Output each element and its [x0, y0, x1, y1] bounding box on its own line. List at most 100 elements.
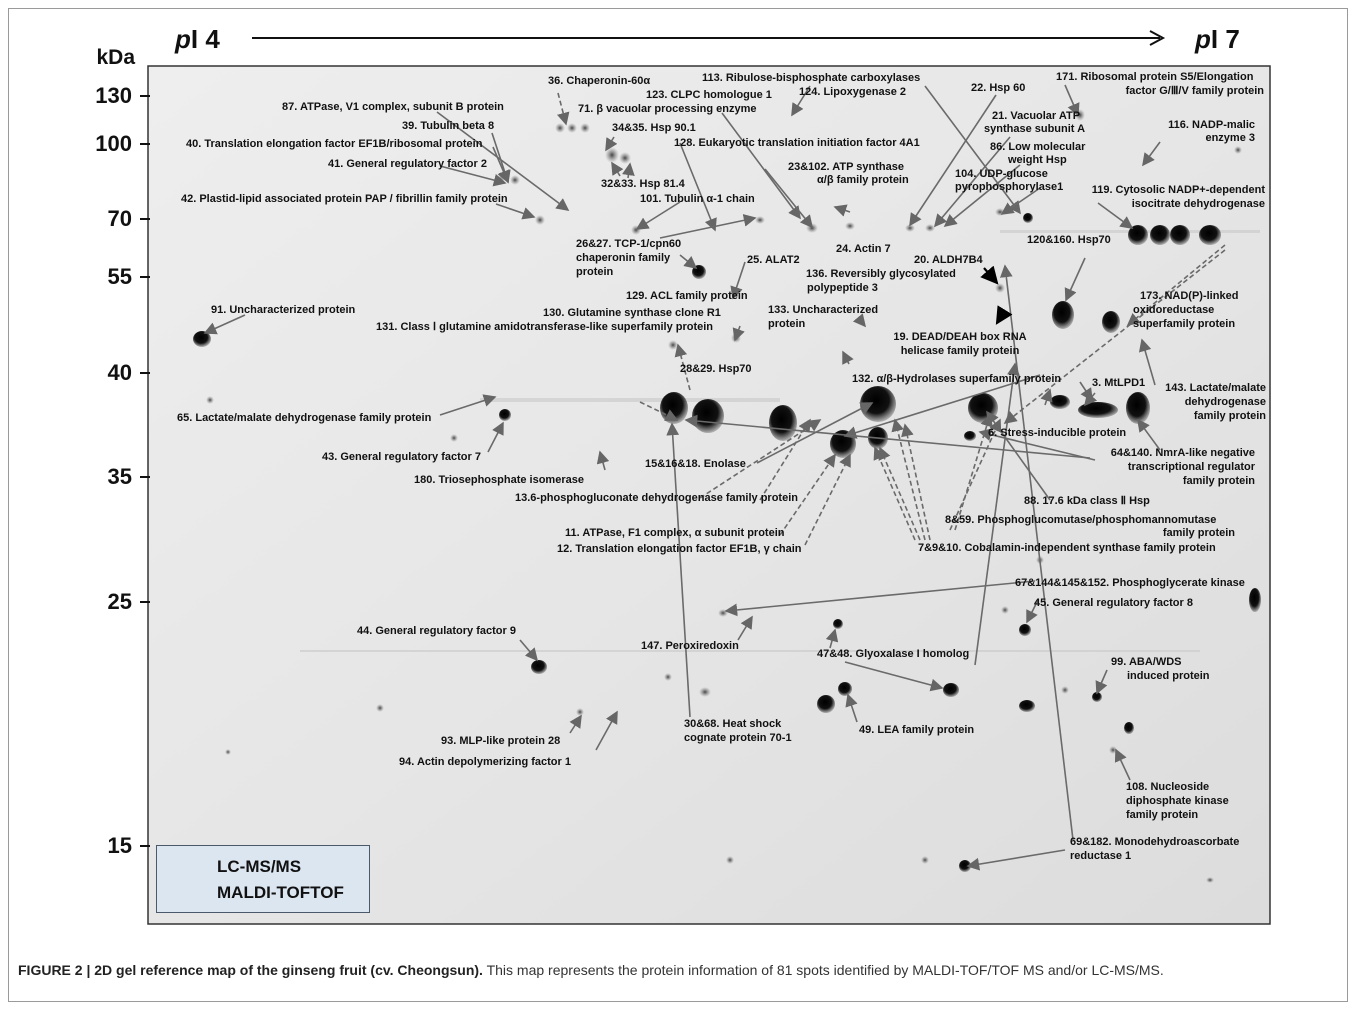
spot-label: induced protein	[1127, 670, 1210, 682]
spot-label: 132. α/β-Hydrolases superfamily protein	[852, 373, 1062, 385]
spot-label: transcriptional regulator	[1127, 461, 1255, 473]
spot-label: 39. Tubulin beta 8	[402, 120, 495, 132]
legend-lcms-label: LC-MS/MS	[217, 857, 302, 876]
spot-label: synthase subunit A	[984, 123, 1086, 135]
spot-label: 108. Nucleoside	[1126, 781, 1210, 793]
spot-label: 3. MtLPD1	[1092, 377, 1146, 389]
spot-label: 20. ALDH7B4	[914, 254, 983, 266]
spot-label: 123. CLPC homologue 1	[646, 89, 772, 101]
spot-label: 133. Uncharacterized	[768, 304, 879, 316]
spot-label: 88. 17.6 kDa class Ⅱ Hsp	[1024, 495, 1150, 507]
spot-label: 36. Chaperonin-60α	[548, 75, 651, 87]
spot-label: isocitrate dehydrogenase	[1131, 198, 1265, 210]
spot-label: factor G/Ⅲ/V family protein	[1125, 85, 1264, 97]
spot-label: 124. Lipoxygenase 2	[799, 86, 906, 98]
legend-maldi-label: MALDI-TOFTOF	[217, 883, 344, 902]
mw-tick-130: 130	[95, 83, 132, 108]
spot-label: 136. Reversibly glycosylated	[806, 268, 956, 280]
spot-label: 147. Peroxiredoxin	[641, 640, 739, 652]
spot-label: 120&160. Hsp70	[1027, 234, 1111, 246]
spot-label: oxidoreductase	[1133, 304, 1215, 316]
figure-caption: FIGURE 2 | 2D gel reference map of the g…	[18, 960, 1338, 980]
spot-label: 23&102. ATP synthase	[788, 161, 904, 173]
spot-label: superfamily protein	[1133, 318, 1236, 330]
spot-label: 101. Tubulin α-1 chain	[640, 193, 755, 205]
spot-label: 93. MLP-like protein 28	[441, 735, 561, 747]
spot-label: 12. Translation elongation factor EF1B, …	[557, 543, 802, 555]
spot-label: 86. Low molecular	[990, 141, 1086, 153]
spot-label: 21. Vacuolar ATP	[992, 110, 1081, 122]
mw-tick-55: 55	[107, 264, 132, 289]
mw-tick-40: 40	[107, 360, 132, 385]
spot-label: 94. Actin depolymerizing factor 1	[399, 756, 571, 768]
spot-label: cognate protein 70-1	[684, 732, 792, 744]
pi-start-label: pI 4	[175, 24, 220, 54]
spot-label: family protein	[1162, 527, 1235, 539]
spot-label: 44. General regulatory factor 9	[357, 625, 516, 637]
spot-label: 171. Ribosomal protein S5/Elongation	[1056, 71, 1254, 83]
lcms-arrows	[557, 92, 1226, 546]
spot-label: 99. ABA/WDS	[1111, 656, 1182, 668]
spot-label: protein	[576, 266, 614, 278]
spot-label: 8&59. Phosphoglucomutase/phosphomannomut…	[945, 514, 1217, 526]
mw-tick-15: 15	[107, 833, 132, 858]
spot-label: protein	[768, 318, 806, 330]
caption-title: FIGURE 2 | 2D gel reference map of the g…	[18, 962, 483, 978]
spot-label: 45. General regulatory factor 8	[1034, 597, 1193, 609]
figure-frame	[8, 8, 1348, 1002]
spot-label: 32&33. Hsp 81.4	[601, 178, 685, 190]
maldi-arrows	[203, 84, 1161, 871]
spot-label: 104. UDP-glucose	[955, 168, 1048, 180]
spot-label: 25. ALAT2	[747, 254, 800, 266]
spot-label: 47&48. Glyoxalase I homolog	[817, 648, 970, 660]
spot-label: 43. General regulatory factor 7	[322, 451, 481, 463]
caption-text: This map represents the protein informat…	[482, 962, 1164, 978]
mw-tick-100: 100	[95, 131, 132, 156]
spot-label: helicase family protein	[900, 345, 1020, 357]
spot-label: 130. Glutamine synthase clone R1	[543, 307, 721, 319]
spot-label: 129. ACL family protein	[626, 290, 748, 302]
spot-label: 113. Ribulose-bisphosphate carboxylases	[702, 72, 921, 84]
spot-label: 91. Uncharacterized protein	[211, 304, 356, 316]
spot-label: 143. Lactate/malate	[1165, 382, 1266, 394]
spot-label: 180. Triosephosphate isomerase	[414, 474, 584, 486]
spot-label: 34&35. Hsp 90.1	[612, 122, 696, 134]
spot-label: 41. General regulatory factor 2	[328, 158, 487, 170]
spot-label: reductase 1	[1070, 850, 1132, 862]
spot-label: chaperonin family	[576, 252, 671, 264]
spot-label: 19. DEAD/DEAH box RNA	[893, 331, 1027, 343]
spot-label: 7&9&10. Cobalamin-independent synthase f…	[918, 542, 1216, 554]
spot-label: 131. Class Ⅰ glutamine amidotransferase-…	[376, 321, 714, 333]
spot-label: 42. Plastid-lipid associated protein PAP…	[181, 193, 508, 205]
spot-label: 22. Hsp 60	[971, 82, 1026, 94]
spot-label: 28&29. Hsp70	[680, 363, 752, 375]
spot-label: 116. NADP-malic	[1168, 119, 1255, 131]
spot-label: enzyme 3	[1205, 132, 1255, 144]
spot-label: diphosphate kinase	[1126, 795, 1229, 807]
pi-end-label: pI 7	[1195, 24, 1240, 54]
spot-label: 71. β vacuolar processing enzyme	[578, 103, 757, 115]
spot-label: 87. ATPase, V1 complex, subunit B protei…	[282, 101, 504, 113]
spot-label: 6. Stress-inducible protein	[988, 427, 1127, 439]
mw-tick-35: 35	[107, 464, 132, 489]
spot-label: polypeptide 3	[807, 282, 878, 294]
mw-tick-70: 70	[107, 206, 132, 231]
spot-label: 40. Translation elongation factor EF1B/r…	[186, 138, 483, 150]
spot-label: 67&144&145&152. Phosphoglycerate kinase	[1015, 577, 1245, 589]
gel-area	[147, 65, 1271, 925]
spot-label: 15&16&18. Enolase	[645, 458, 746, 470]
spot-label: family protein	[1182, 475, 1255, 487]
spot-label: 65. Lactate/malate dehydrogenase family …	[177, 412, 432, 424]
spot-label: 64&140. NmrA-like negative	[1110, 447, 1255, 459]
spot-label: α/β family protein	[817, 174, 909, 186]
spot-label: 69&182. Monodehydroascorbate	[1070, 836, 1240, 848]
spot-label: family protein	[1126, 809, 1199, 821]
spot-label: 173. NAD(P)-linked	[1140, 290, 1239, 302]
spot-label: dehydrogenase	[1184, 396, 1266, 408]
spot-label: 128. Eukaryotic translation initiation f…	[674, 137, 920, 149]
spot-label: 49. LEA family protein	[859, 724, 975, 736]
spot-label: 26&27. TCP-1/cpn60	[576, 238, 682, 250]
spot-label: 24. Actin 7	[836, 243, 891, 255]
spot-label: 11. ATPase, F1 complex, α subunit protei…	[565, 527, 785, 539]
